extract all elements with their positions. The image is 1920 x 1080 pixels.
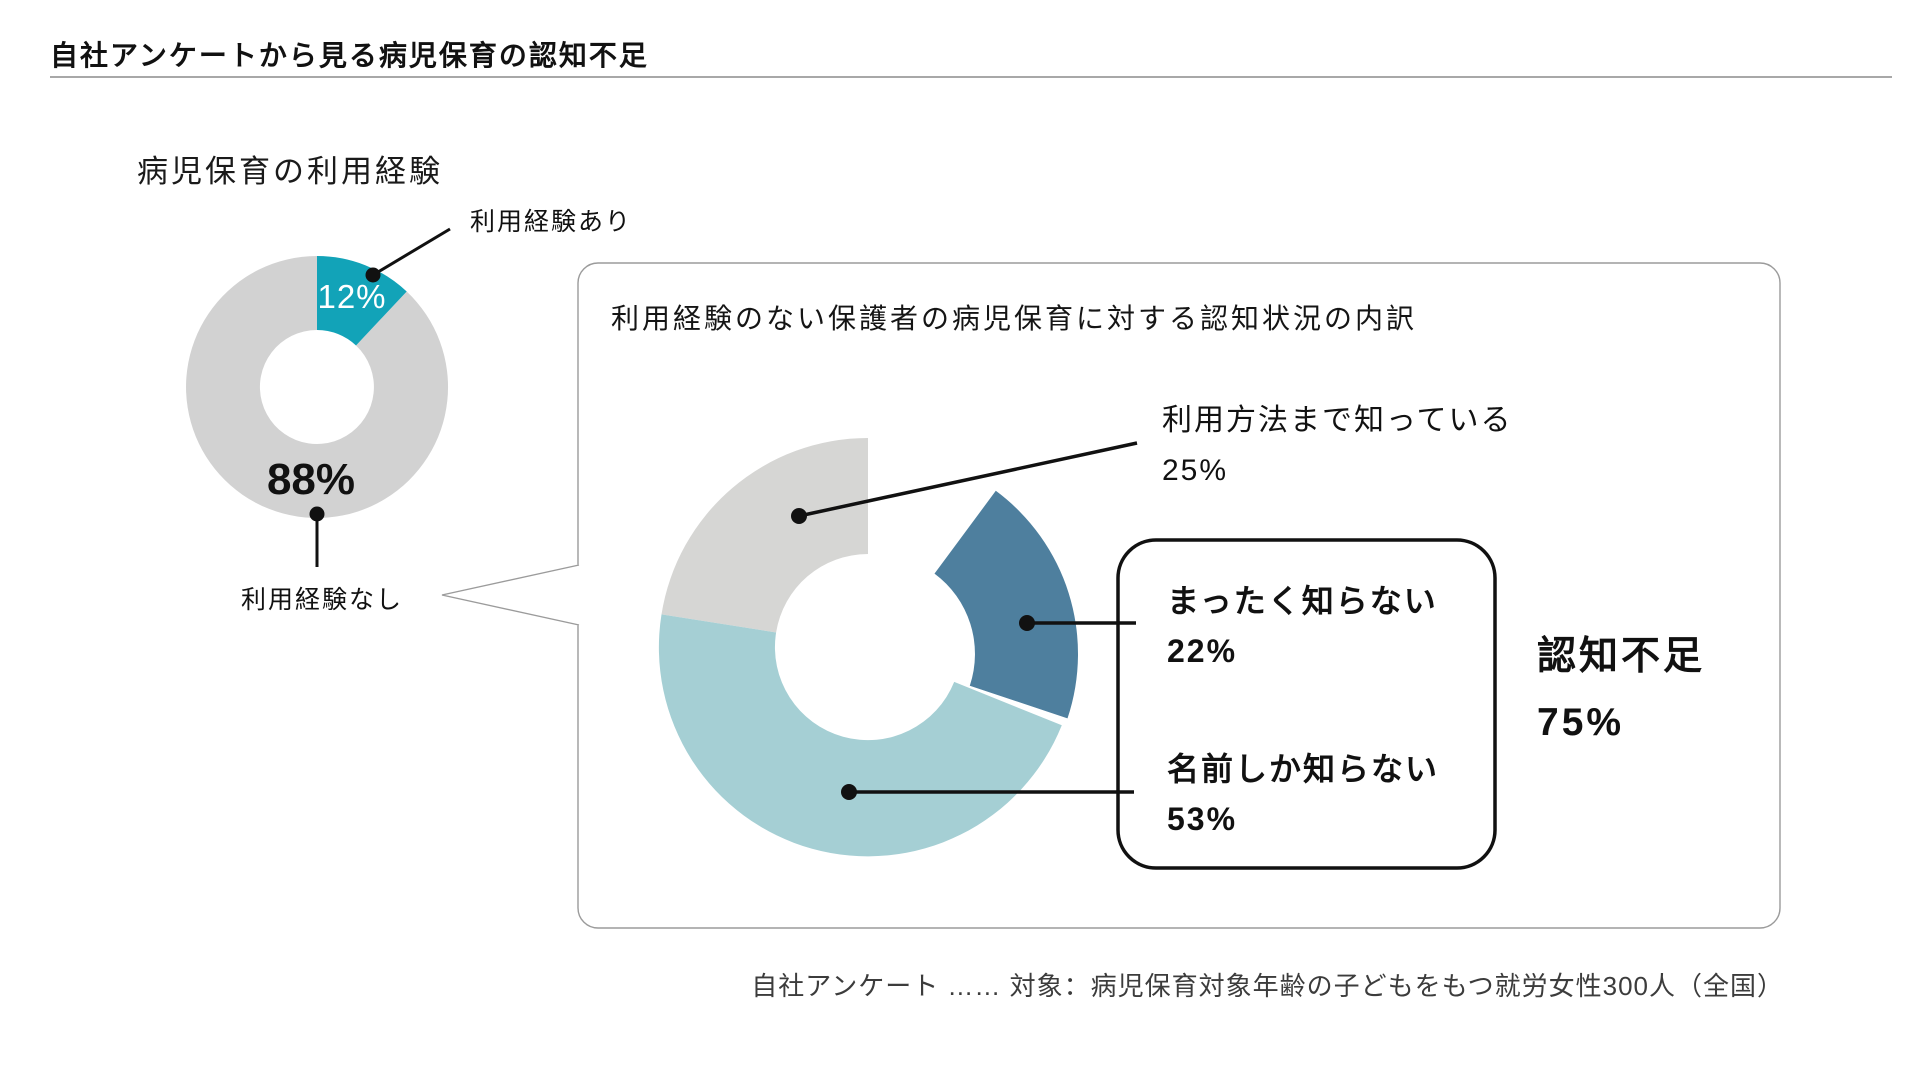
leader-dot-not-know — [1019, 615, 1035, 631]
page-title: 自社アンケートから見る病児保育の認知不足 — [50, 40, 649, 71]
leader-line-know-how — [798, 441, 1138, 518]
value-has-experience-pct: 12% — [317, 278, 387, 315]
callout-box — [1116, 538, 1497, 870]
label-no-experience: 利用経験なし — [240, 586, 404, 614]
right-donut-segment-know-how — [661, 437, 868, 633]
callout-not-know: まったく知らない 22% — [1167, 576, 1438, 676]
label-name-only: 名前しか知らない — [1167, 751, 1440, 787]
leader-dot-has-experience — [365, 267, 381, 283]
right-donut-segment-name-only — [658, 614, 1062, 857]
leader-line-has-experience — [372, 227, 451, 277]
callout-name-only: 名前しか知らない 53% — [1167, 744, 1439, 844]
summary-annotation: 認知不足 75% — [1537, 624, 1705, 756]
value-no-experience-pct: 88% — [266, 455, 356, 504]
callout-know-how: 利用方法まで知っている 25% — [1162, 396, 1513, 496]
leader-dot-name-only — [841, 784, 857, 800]
value-name-only-pct: 53% — [1167, 801, 1238, 837]
detail-panel-title: 利用経験のない保護者の病児保育に対する認知状況の内訳 — [611, 303, 1418, 334]
left-chart-heading: 病児保育の利用経験 — [137, 154, 443, 189]
panel-notch-fill — [442, 564, 580, 626]
label-know-how: 利用方法まで知っている — [1162, 404, 1513, 437]
leader-dot-know-how — [791, 508, 807, 524]
panel-notch-border — [441, 564, 580, 626]
leader-dot-no-experience — [309, 506, 325, 522]
left-donut-segment-no-experience — [186, 256, 449, 518]
survey-source-note: 自社アンケート …… 対象：病児保育対象年齢の子どもをもつ就労女性300人（全国… — [751, 971, 1784, 1001]
value-know-how-pct: 25% — [1162, 454, 1229, 487]
label-not-know: まったく知らない — [1167, 583, 1438, 619]
label-has-experience: 利用経験あり — [470, 208, 633, 236]
value-not-know-pct: 22% — [1167, 633, 1238, 669]
right-donut-segment-not-know — [934, 490, 1079, 719]
summary-label: 認知不足 — [1537, 635, 1706, 678]
summary-pct: 75% — [1537, 701, 1625, 744]
left-donut-segment-has-experience — [317, 256, 407, 346]
